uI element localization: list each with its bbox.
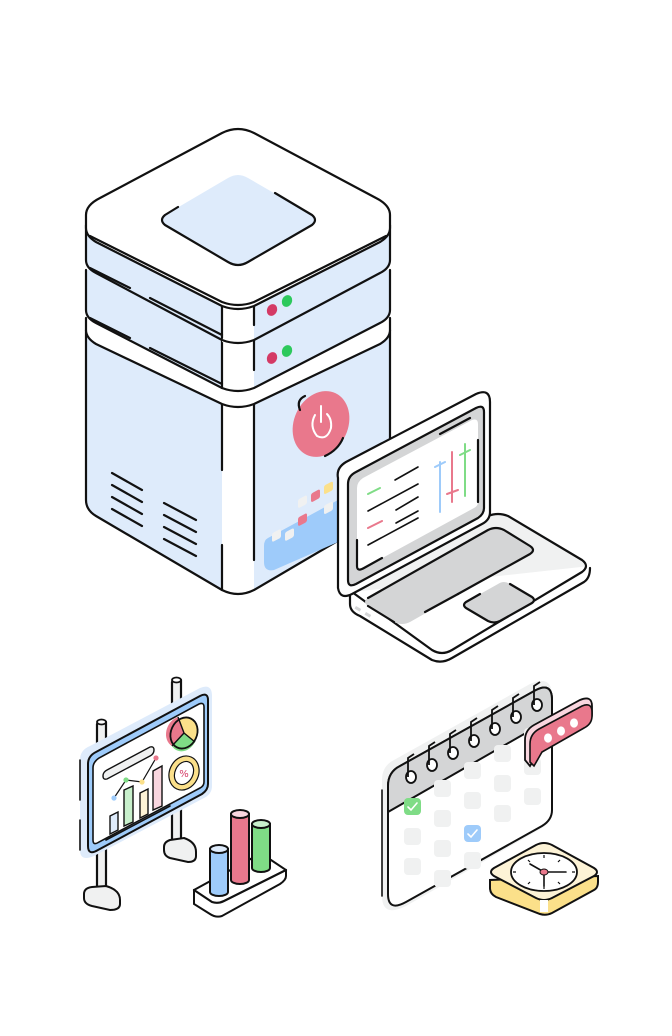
board-pie-chart [165,716,199,752]
percent-symbol: % [179,769,189,780]
screen-sliders [434,443,471,513]
board-bar-chart [105,764,171,841]
bar-stand-illustration [192,809,288,918]
board-percent-gauge: % [168,755,200,791]
vent-lines [110,471,198,558]
front-panel-chips [264,481,338,571]
power-button-icon [292,391,350,458]
server-illustration [84,127,392,596]
clock-icon [489,842,599,916]
chat-bubble-icon [524,697,593,768]
screen-text-lines [367,466,419,546]
calendar-rings [405,681,543,784]
check-icon-blue [464,825,481,842]
check-icon-green [404,798,421,815]
calendar-illustration [381,680,553,911]
board-trend-line [111,755,159,801]
laptop-illustration [336,391,592,663]
analytics-board-illustration: % [79,676,212,912]
